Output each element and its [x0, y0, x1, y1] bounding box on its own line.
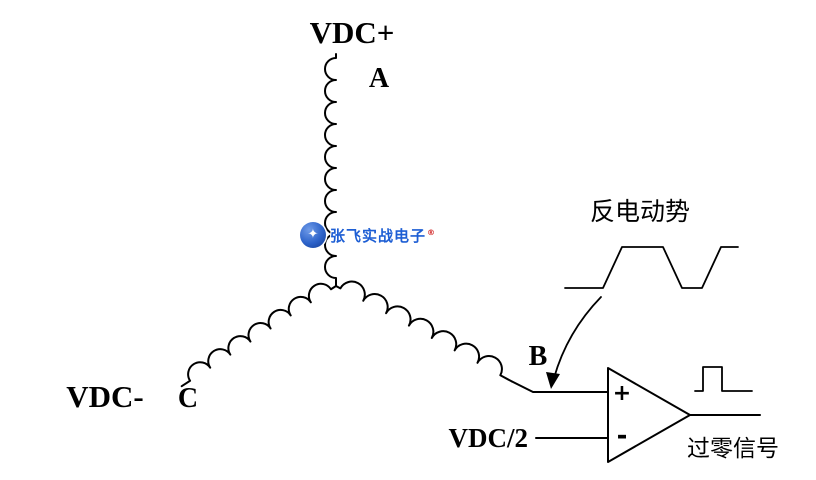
watermark: ✦ 张飞实战电子® — [300, 222, 436, 248]
vdc-plus-label: VDC+ — [310, 15, 395, 50]
zero-cross-waveform — [694, 366, 753, 392]
vdc-half-label: VDC/2 — [449, 423, 529, 453]
coil-phase-a — [324, 53, 337, 287]
coil-phase-c — [180, 282, 337, 388]
coil-phase-b — [335, 280, 513, 383]
comparator-triangle — [607, 367, 691, 463]
phase-a-label: A — [369, 63, 390, 94]
comparator-plus-sign: + — [613, 381, 631, 406]
back-emf-waveform — [564, 246, 739, 289]
phase-c-label: C — [178, 383, 198, 414]
back-emf-label: 反电动势 — [590, 197, 690, 226]
watermark-text: 张飞实战电子® — [330, 226, 437, 245]
watermark-registered-mark: ® — [427, 227, 437, 237]
phase-b-lead-wire — [511, 380, 609, 393]
comparator-minus-sign: - — [617, 421, 628, 451]
zero-cross-label: 过零信号 — [687, 436, 779, 462]
vdc-minus-label: VDC- — [66, 379, 144, 414]
phase-b-label: B — [529, 341, 548, 372]
arrow-curve — [553, 296, 602, 379]
arrow-head — [546, 372, 560, 389]
watermark-badge-icon: ✦ — [300, 222, 326, 248]
